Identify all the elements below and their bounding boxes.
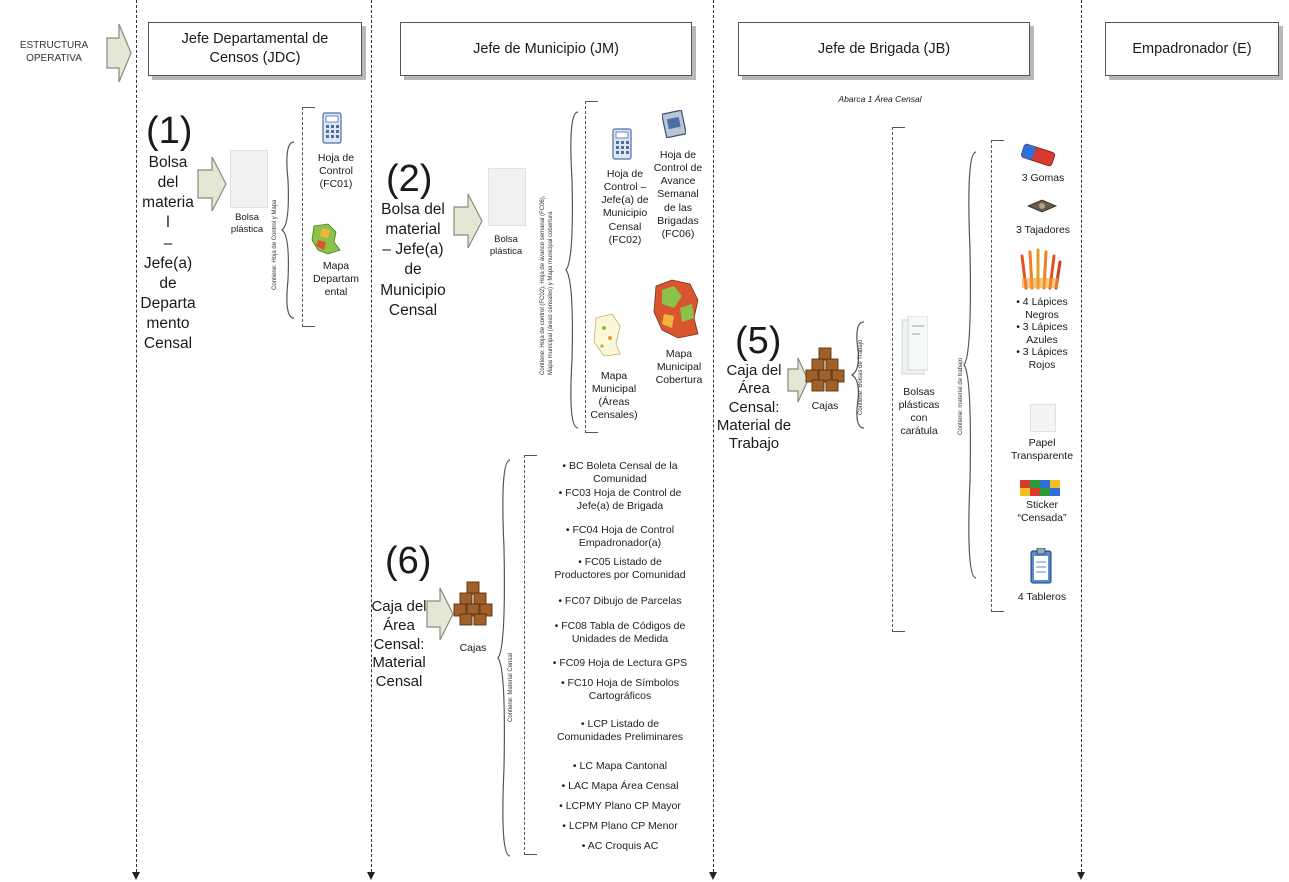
lane-divider-4 bbox=[1081, 0, 1082, 872]
step5-item-sticker: Sticker “Censada” bbox=[1017, 499, 1067, 525]
step6-items-list: • BC Boleta Censal de la Comunidad • FC0… bbox=[530, 0, 710, 882]
step1-bracket-text: Contiene: Hoja de Control y Mapa bbox=[272, 199, 278, 290]
step6-boxes-icon bbox=[453, 581, 493, 626]
step2-arrow-icon bbox=[453, 193, 483, 249]
step5-box-label: Cajas bbox=[811, 400, 839, 412]
step5-bracket-text-1: Contiene: Bolsas de Trabajo bbox=[858, 339, 864, 415]
step1-number: (1) bbox=[146, 110, 193, 152]
step6-items-bracket bbox=[524, 455, 537, 855]
step5-item-sharpeners: 3 Tajadores bbox=[1015, 224, 1071, 236]
step6-bracket-text: Contiene: Material Censal bbox=[508, 652, 514, 722]
step2-items-bracket bbox=[585, 101, 598, 433]
step5-label: Caja del Área Censal: Material de Trabaj… bbox=[716, 362, 792, 453]
list-item: • FC08 Tabla de Códigos de Unidades de M… bbox=[554, 620, 686, 646]
eraser-icon bbox=[1021, 143, 1055, 167]
step5-boxes-icon bbox=[805, 347, 845, 392]
sticker-icon bbox=[1020, 480, 1060, 496]
step5-bags-bracket bbox=[892, 127, 905, 632]
step1-item-map: Mapa Departam ental bbox=[312, 260, 360, 299]
sharpener-icon bbox=[1026, 199, 1058, 213]
start-arrow-icon bbox=[106, 23, 132, 83]
clipboard-icon bbox=[1030, 548, 1052, 584]
step2-item-map-areas: Mapa Municipal (Áreas Censales) bbox=[590, 370, 638, 422]
lane-header-jb-text: Jefe de Brigada (JB) bbox=[817, 40, 951, 57]
lane-header-jb: Jefe de Brigada (JB) bbox=[738, 22, 1030, 76]
lane-divider-1-arrow bbox=[132, 872, 140, 880]
step2-number: (2) bbox=[386, 158, 433, 200]
step6-label: Caja del Área Censal: Material Censal bbox=[371, 598, 427, 690]
list-item: • LCP Listado de Comunidades Preliminare… bbox=[556, 718, 684, 744]
jb-note: Abarca 1 Área Censal bbox=[838, 94, 922, 104]
list-item: • LC Mapa Cantonal bbox=[572, 760, 668, 772]
lane-divider-3-arrow bbox=[709, 872, 717, 880]
transparent-paper-icon bbox=[1030, 404, 1056, 432]
lane-header-e: Empadronador (E) bbox=[1105, 22, 1279, 76]
list-item: • AC Croquis AC bbox=[581, 840, 659, 852]
lane-divider-1 bbox=[136, 0, 137, 872]
step5-bags-label: Bolsas plásticas con carátula bbox=[898, 386, 940, 438]
weekly-advance-sheet-icon bbox=[662, 110, 686, 138]
list-item: • FC10 Hoja de Símbolos Cartográficos bbox=[560, 677, 680, 703]
step6-arrow-icon bbox=[426, 587, 454, 641]
lane-divider-2 bbox=[371, 0, 372, 872]
step1-item-fc01: Hoja de Control (FC01) bbox=[317, 152, 355, 191]
step5-item-pencils: • 4 Lápices Negros • 3 Lápices Azules • … bbox=[1016, 296, 1068, 371]
step2-item-fc02: Hoja de Control – Jefe(a) de Municipio C… bbox=[601, 168, 649, 246]
step5-bracket-text-2: Contiene: material de trabajo bbox=[958, 357, 964, 435]
list-item: • FC07 Dibujo de Parcelas bbox=[558, 595, 682, 607]
list-item: • FC03 Hoja de Control de Jefe(a) de Bri… bbox=[558, 487, 682, 513]
list-item: • FC09 Hoja de Lectura GPS bbox=[552, 657, 688, 669]
step6-number: (6) bbox=[385, 540, 432, 582]
step5-arrow-icon bbox=[787, 357, 809, 403]
step1-arrow-icon bbox=[197, 156, 227, 212]
step1-items-bracket bbox=[302, 107, 315, 327]
lane-header-jm-text: Jefe de Municipio (JM) bbox=[473, 40, 619, 57]
step5-items-bracket bbox=[991, 140, 1004, 612]
list-item: • FC04 Hoja de Control Empadronador(a) bbox=[565, 524, 675, 550]
step1-bag-label: Bolsa plástica bbox=[230, 212, 264, 235]
lane-header-jdc-text: Jefe Departamental de Censos (JDC) bbox=[181, 31, 329, 66]
lane-divider-2-arrow bbox=[367, 872, 375, 880]
step6-box-label: Cajas bbox=[459, 642, 487, 654]
department-map-icon bbox=[311, 223, 341, 255]
step5-brace-2-icon bbox=[963, 151, 977, 579]
lane-header-jdc: Jefe Departamental de Censos (JDC) bbox=[148, 22, 362, 76]
lane-header-e-text: Empadronador (E) bbox=[1132, 40, 1252, 57]
step1-label: Bolsa del materia l – Jefe(a) de Departa… bbox=[140, 154, 196, 353]
step5-item-transparent-paper: Papel Transparente bbox=[1010, 437, 1074, 463]
list-item: • LAC Mapa Área Censal bbox=[561, 780, 679, 792]
list-item: • LCPM Plano CP Menor bbox=[562, 820, 678, 832]
step1-bag-image bbox=[230, 150, 268, 208]
step2-item-map-coverage: Mapa Municipal Cobertura bbox=[655, 348, 703, 387]
list-item: • LCPMY Plano CP Mayor bbox=[559, 800, 681, 812]
step5-brace-icon bbox=[850, 321, 865, 429]
step2-label: Bolsa del material – Jefe(a) de Municipi… bbox=[380, 201, 446, 319]
step5-item-boards: 4 Tableros bbox=[1017, 591, 1067, 603]
step2-bag-label: Bolsa plástica bbox=[489, 234, 523, 257]
municipal-map-areas-icon bbox=[593, 313, 621, 357]
step2-item-fc06: Hoja de Control de Avance Semanal de las… bbox=[653, 149, 703, 240]
step6-brace-icon bbox=[497, 459, 511, 857]
step2-bag-image bbox=[488, 168, 526, 226]
step5-number: (5) bbox=[735, 320, 782, 362]
pencils-icon bbox=[1020, 248, 1062, 290]
list-item: • BC Boleta Censal de la Comunidad bbox=[562, 460, 678, 486]
lane-divider-4-arrow bbox=[1077, 872, 1085, 880]
lane-divider-3 bbox=[713, 0, 714, 872]
step2-brace-icon bbox=[565, 111, 579, 429]
step1-brace-icon bbox=[280, 141, 295, 319]
bags-with-cover-icon bbox=[901, 316, 928, 375]
list-item: • FC05 Listado de Productores por Comuni… bbox=[554, 556, 686, 582]
calculator-icon bbox=[322, 112, 342, 144]
start-label: ESTRUCTURA OPERATIVA bbox=[19, 40, 89, 64]
lane-header-jm: Jefe de Municipio (JM) bbox=[400, 22, 692, 76]
control-sheet-icon bbox=[612, 128, 632, 160]
step5-item-erasers: 3 Gomas bbox=[1021, 172, 1065, 184]
municipal-map-coverage-icon bbox=[653, 279, 699, 339]
